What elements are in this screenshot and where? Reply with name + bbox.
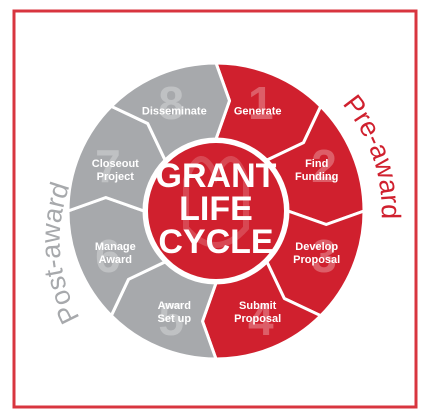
step-5-label-line-1: Award (158, 300, 191, 312)
center-title-line-2: LIFE (179, 190, 253, 228)
step-2-label-line-2: Funding (295, 171, 338, 183)
step-3-label-line-1: Develop (295, 241, 338, 253)
step-6-label-line-2: Award (99, 254, 132, 266)
step-6-label-line-1: Manage (95, 241, 136, 253)
step-7-label-line-2: Project (97, 171, 135, 183)
step-number-2: 2 (311, 140, 337, 192)
step-number-8: 8 (158, 77, 184, 129)
step-number-6: 6 (95, 230, 121, 282)
step-number-1: 1 (248, 77, 274, 129)
step-2-label-line-1: Find (305, 158, 328, 170)
step-8-label-line-1: Disseminate (142, 105, 207, 117)
step-number-7: 7 (95, 140, 121, 192)
center-title-line-1: GRANT (156, 157, 277, 195)
step-1-label-line-1: Generate (234, 105, 282, 117)
center-title-line-3: CYCLE (158, 223, 273, 261)
step-number-5: 5 (158, 293, 184, 345)
step-number-3: 3 (311, 230, 337, 282)
step-5-label-line-2: Set up (157, 313, 191, 325)
step-4-label-line-1: Submit (239, 300, 277, 312)
step-7-label-line-1: Closeout (92, 158, 139, 170)
step-4-label-line-2: Proposal (234, 313, 281, 325)
step-3-label-line-2: Proposal (293, 254, 340, 266)
crest-icon (183, 156, 249, 248)
center-circle (144, 139, 288, 283)
step-number-4: 4 (248, 293, 274, 345)
